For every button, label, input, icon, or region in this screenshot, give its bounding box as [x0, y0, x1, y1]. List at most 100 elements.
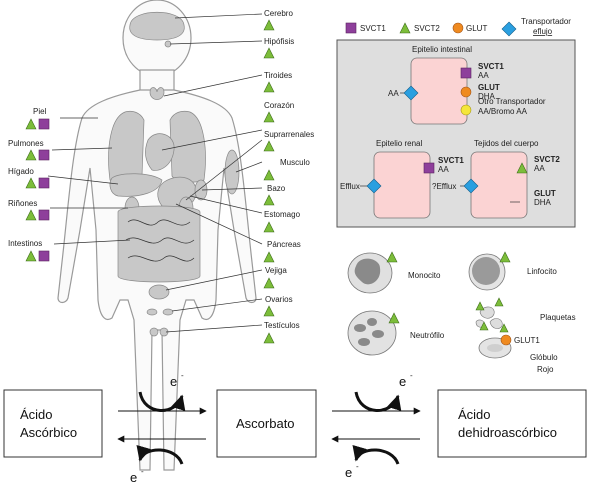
int-other-sub: AA/Bromo AA	[478, 107, 528, 116]
legend: SVCT1 SVCT2 GLUT Transportador eflujo	[345, 17, 571, 37]
svct2-icon	[263, 332, 275, 344]
label-testiculos: Testículos	[264, 321, 300, 330]
int-other-label: Otro Transportador	[478, 97, 546, 106]
tis-glut-sub: DHA	[534, 198, 552, 207]
label-hipofisis: Hipófisis	[264, 37, 294, 46]
svct2-icon	[25, 250, 37, 262]
monocyte-cell	[347, 251, 398, 294]
ascorbate-box	[216, 389, 317, 458]
tis-svct2-label: SVCT2	[534, 155, 560, 164]
heart-icon	[145, 133, 175, 171]
label-tiroides: Tiroides	[264, 71, 292, 80]
legend-efflux-label: eflujo	[533, 27, 553, 36]
int-svct1-sub: AA	[478, 71, 489, 80]
label-corazon: Corazón	[264, 101, 294, 110]
lymphocyte-label: Linfocito	[527, 267, 557, 276]
redox-reaction: Ácido Ascórbico Ascorbato Ácido dehidroa…	[3, 371, 587, 485]
ascorbic-acid-box	[3, 389, 103, 458]
renal-efflux-label: Efflux	[340, 182, 360, 191]
label-estomago: Estomago	[264, 210, 301, 219]
dehydroascorbic-line2: dehidroascórbico	[458, 425, 557, 440]
svct2-icon	[516, 162, 528, 174]
electron-uptake-arc-1	[136, 444, 184, 465]
red-blood-cell	[478, 334, 512, 359]
renal-title: Epitelio renal	[376, 139, 422, 148]
legend-glut-label: GLUT	[466, 24, 487, 33]
organ-labels-left: Piel Pulmones Hígado Riñones Intestinos	[8, 107, 47, 248]
testis-icon	[149, 327, 159, 337]
electron-uptake-arc-2	[352, 444, 400, 465]
efflux-transporter-legend-icon	[501, 21, 517, 37]
svct2-icon	[263, 221, 275, 233]
electron-label-4: e	[345, 465, 352, 480]
label-pulmones: Pulmones	[8, 139, 44, 148]
label-pancreas: Páncreas	[267, 240, 301, 249]
legend-transporter-label: Transportador	[521, 17, 571, 26]
svct2-icon	[25, 177, 37, 189]
dehydroascorbic-line1: Ácido	[458, 407, 491, 422]
tis-qefflux-label: ?Efflux	[432, 182, 456, 191]
ovary-icon	[146, 308, 158, 316]
intestinal-cell	[410, 57, 468, 125]
brain-icon	[129, 11, 185, 41]
bladder-icon	[148, 284, 170, 300]
intestinal-aa-label: AA	[388, 89, 399, 98]
neutrophil-cell	[347, 310, 400, 356]
label-higado: Hígado	[8, 167, 34, 176]
svct1-icon	[38, 118, 50, 130]
ascorbate-label: Ascorbato	[236, 416, 295, 431]
tis-glut-label: GLUT	[534, 189, 556, 198]
blood-cells: Monocito Linfocito Neutrófilo	[347, 251, 576, 374]
electron-label-3: e	[399, 374, 406, 389]
intestinal-title: Epitelio intestinal	[412, 45, 472, 54]
renal-svct1-label: SVCT1	[438, 156, 464, 165]
svct1-icon	[38, 149, 50, 161]
label-piel: Piel	[33, 107, 47, 116]
liver-icon	[109, 173, 163, 197]
legend-svct2-label: SVCT2	[414, 24, 440, 33]
glut1-label: GLUT1	[514, 336, 540, 345]
ascorbic-acid-line1: Ácido	[20, 407, 53, 422]
label-vejiga: Vejiga	[265, 266, 287, 275]
svct1-icon	[38, 209, 50, 221]
glut-legend-icon	[452, 22, 464, 34]
svct2-icon	[263, 19, 275, 31]
label-ovarios: Ovarios	[265, 295, 293, 304]
epithelium-panel: Epitelio intestinal AA SVCT1 AA GLUT DHA…	[336, 39, 576, 228]
electron-release-arc-2	[354, 391, 402, 412]
svct2-icon	[263, 277, 275, 289]
svct2-icon	[263, 169, 275, 181]
svct1-icon	[423, 162, 435, 174]
electron-label-2: e	[130, 470, 137, 485]
ovary-icon	[162, 308, 174, 316]
dehydroascorbic-acid-box	[437, 389, 587, 458]
efflux-transporter-icon	[403, 85, 419, 101]
svct1-icon	[38, 177, 50, 189]
svct1-icon	[38, 250, 50, 262]
rbc-label-line2: Rojo	[537, 365, 554, 374]
glut-icon	[460, 86, 472, 98]
int-glut-label: GLUT	[478, 83, 500, 92]
label-cerebro: Cerebro	[264, 9, 293, 18]
svct2-icon	[263, 111, 275, 123]
svct1-icon	[460, 67, 472, 79]
monocyte-label: Monocito	[408, 271, 441, 280]
svct2-icon	[263, 251, 275, 263]
label-intestinos: Intestinos	[8, 239, 42, 248]
tissue-title: Tejidos del cuerpo	[474, 139, 539, 148]
renal-cell	[373, 151, 431, 219]
organ-leader-lines	[47, 13, 263, 333]
electron-charge-4: -	[356, 462, 359, 471]
electron-charge-3: -	[410, 371, 413, 380]
electron-charge-1: -	[181, 371, 184, 380]
svct2-icon	[263, 194, 275, 206]
svct2-legend-icon	[399, 22, 411, 34]
tis-svct2-sub: AA	[534, 164, 545, 173]
efflux-transporter-icon	[366, 178, 382, 194]
svct1-legend-icon	[345, 22, 357, 34]
int-svct1-label: SVCT1	[478, 62, 504, 71]
label-rinones: Riñones	[8, 199, 37, 208]
label-bazo: Bazo	[267, 184, 286, 193]
svct2-icon	[25, 149, 37, 161]
